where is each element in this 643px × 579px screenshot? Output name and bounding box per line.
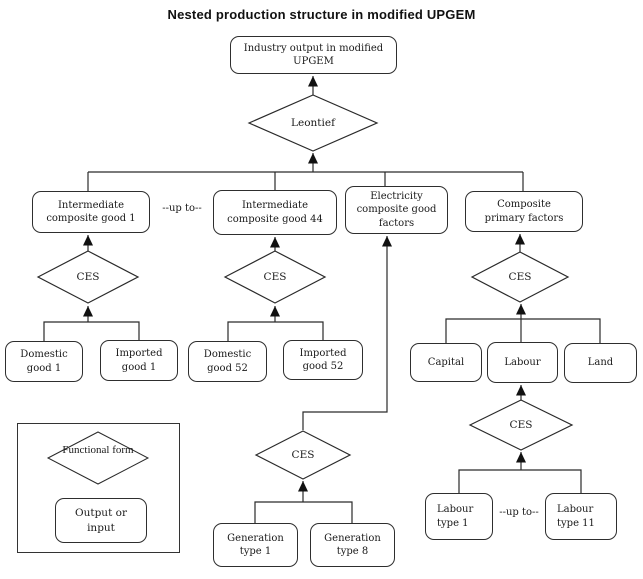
ces-primary-diamond	[470, 251, 570, 303]
edge-bracket-good44	[227, 321, 324, 341]
edge-bracket-generation	[254, 501, 353, 523]
leontief-diamond	[247, 94, 379, 152]
generation-type-1-box: Generation type 1	[213, 523, 298, 567]
imported-good-52-box: Imported good 52	[283, 340, 363, 380]
electricity-composite-box: Electricity composite good factors	[345, 186, 448, 234]
legend-output-input-box: Output or input	[55, 498, 147, 543]
up-to-goods-label: --up to--	[162, 203, 202, 214]
page-title: Nested production structure in modified …	[167, 7, 476, 22]
labour-type-1-box: Labour type 1	[425, 493, 493, 540]
ces-generation-diamond	[254, 430, 352, 480]
legend-frame	[17, 423, 180, 553]
industry-output-box: Industry output in modified UPGEM	[230, 36, 397, 74]
land-box: Land	[564, 343, 637, 383]
ces-intermediate-1-diamond	[36, 250, 140, 304]
imported-good-1-box: Imported good 1	[100, 340, 178, 381]
edge-bracket-factors	[445, 318, 601, 343]
edge-bracket-good1	[43, 321, 140, 341]
edge-cesgen-to-electricity	[302, 236, 392, 430]
legend-functional-form-diamond	[46, 431, 150, 485]
domestic-good-52-box: Domestic good 52	[188, 341, 267, 382]
composite-primary-box: Composite primary factors	[465, 191, 583, 232]
edge-bracket-labourtypes	[458, 469, 582, 493]
ces-labour-diamond	[468, 399, 574, 451]
ces-intermediate-44-diamond	[223, 250, 327, 304]
intermediate-good-1-box: Intermediate composite good 1	[32, 191, 150, 233]
labour-box: Labour	[487, 342, 558, 383]
up-to-labour-label: --up to--	[499, 507, 539, 518]
generation-type-8-box: Generation type 8	[310, 523, 395, 567]
labour-type-11-box: Labour type 11	[545, 493, 617, 540]
capital-box: Capital	[410, 343, 482, 382]
domestic-good-1-box: Domestic good 1	[5, 341, 83, 382]
intermediate-good-44-box: Intermediate composite good 44	[213, 190, 337, 235]
